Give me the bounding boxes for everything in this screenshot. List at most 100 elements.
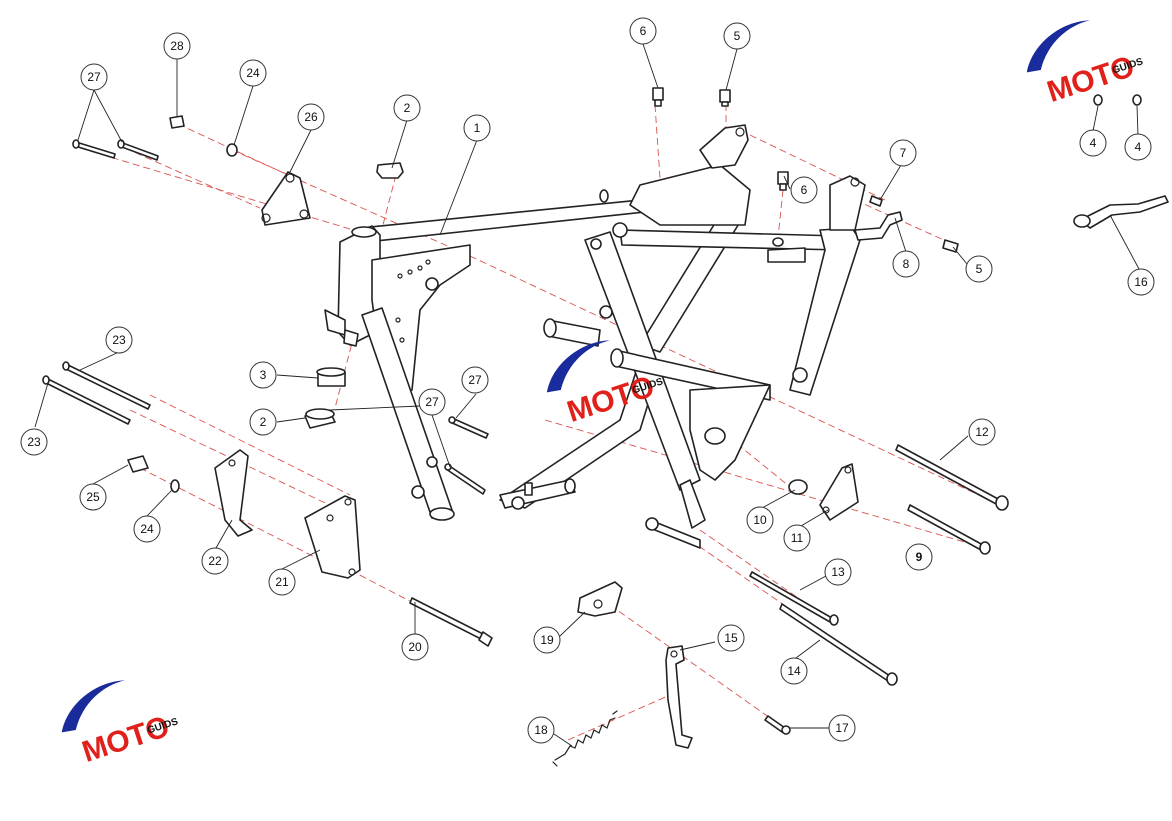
callout-circle <box>105 326 133 354</box>
callout-number: 20 <box>408 640 422 654</box>
callout-number: 24 <box>246 66 260 80</box>
callout-number: 13 <box>831 565 845 579</box>
callout-bubble: 3 <box>249 361 277 389</box>
callout-number: 6 <box>640 24 647 38</box>
svg-text:MOTO: MOTO <box>78 710 173 769</box>
bolt-17 <box>764 715 791 735</box>
long-bolts-27 <box>72 139 159 161</box>
bolt-7 <box>869 195 883 207</box>
callout-circle <box>239 59 267 87</box>
side-stand-15 <box>665 645 693 749</box>
bracket-22 <box>214 449 253 537</box>
callout-number: 4 <box>1090 136 1097 150</box>
callout-number: 21 <box>275 575 289 589</box>
callout-circle <box>629 17 657 45</box>
callout-number: 24 <box>140 522 154 536</box>
svg-text:MOTO: MOTO <box>563 370 658 429</box>
washer-24-top <box>226 143 238 157</box>
callout-number: 14 <box>787 664 801 678</box>
callout-circle <box>249 408 277 436</box>
bolt-13 <box>749 571 839 626</box>
callout-circle <box>965 255 993 283</box>
callout-number: 11 <box>791 531 804 545</box>
callout-bubble: 19 <box>533 626 561 654</box>
plate-21 <box>304 495 361 579</box>
callout-circle <box>723 22 751 50</box>
callout-bubble: 22 <box>201 547 229 575</box>
callout-circle <box>249 361 277 389</box>
callout-bubble: 21 <box>268 568 296 596</box>
callout-circle <box>533 626 561 654</box>
callout-number: 19 <box>540 633 554 647</box>
callout-bubble: 2 <box>249 408 277 436</box>
steering-bearing-top <box>376 162 404 179</box>
callout-number: 7 <box>900 146 907 160</box>
callout-bubble: 8 <box>892 250 920 278</box>
callout-number: 10 <box>753 513 767 527</box>
callout-bubble: 6 <box>790 176 818 204</box>
callout-number: 5 <box>976 262 983 276</box>
callout-bubble: 24 <box>239 59 267 87</box>
callout-bubble: 23 <box>105 326 133 354</box>
callout-bubble: 14 <box>780 657 808 685</box>
callout-bubble: 27 <box>461 366 489 394</box>
svg-text:MOTO: MOTO <box>1043 50 1138 109</box>
callout-number: 26 <box>304 110 318 124</box>
callout-number: 23 <box>112 333 126 347</box>
callout-bubble: 9 <box>905 543 933 571</box>
callout-circle <box>1079 129 1107 157</box>
callout-circle <box>401 633 429 661</box>
callout-number: 16 <box>1134 275 1148 289</box>
watermark-bottom-left: MOTO GUIDS <box>61 680 180 769</box>
callout-circle <box>1127 268 1155 296</box>
callout-number: 5 <box>734 29 741 43</box>
callout-number: 18 <box>534 723 548 737</box>
callout-bubble: 18 <box>527 716 555 744</box>
engine-mount-plate-26 <box>261 171 311 226</box>
bolt-6-top <box>652 87 664 107</box>
callout-circle <box>461 366 489 394</box>
long-bolts-23 <box>42 361 151 425</box>
callout-bubble: 26 <box>297 103 325 131</box>
watermark-top-right: MOTO GUIDS <box>1026 20 1145 109</box>
callout-number: 9 <box>916 550 923 564</box>
callout-circle <box>780 657 808 685</box>
bolt-9 <box>907 504 991 555</box>
callout-bubble: 11 <box>783 524 811 552</box>
callout-circle <box>717 624 745 652</box>
callout-circle <box>824 558 852 586</box>
callout-circle <box>1124 133 1152 161</box>
callout-circle <box>20 428 48 456</box>
callout-circle <box>527 716 555 744</box>
callout-circle <box>892 250 920 278</box>
callout-circle <box>297 103 325 131</box>
callout-circle <box>783 524 811 552</box>
callout-number: 6 <box>801 183 808 197</box>
callout-bubble: 7 <box>889 139 917 167</box>
callout-bubble: 27 <box>418 388 446 416</box>
bracket-8 <box>854 211 903 241</box>
callout-circle <box>268 568 296 596</box>
callout-bubble: 17 <box>828 714 856 742</box>
leader-lines <box>34 43 1140 747</box>
callout-bubble: 23 <box>20 428 48 456</box>
callout-bubble: 27 <box>80 63 108 91</box>
spring-18 <box>552 710 618 767</box>
callout-bubble: 2 <box>393 94 421 122</box>
callout-number: 27 <box>468 373 482 387</box>
callout-number: 28 <box>170 39 184 53</box>
bolt-14 <box>779 603 898 686</box>
callout-bubble: 25 <box>79 483 107 511</box>
grab-handle-16 <box>1073 195 1169 229</box>
washer-24-lower <box>170 479 180 493</box>
callout-circle <box>393 94 421 122</box>
callout-bubble: 10 <box>746 506 774 534</box>
callout-number: 27 <box>425 395 439 409</box>
spacer-25 <box>127 455 149 473</box>
callout-circle <box>133 515 161 543</box>
callout-bubble: 5 <box>723 22 751 50</box>
callout-bubble: 16 <box>1127 268 1155 296</box>
callout-circle <box>889 139 917 167</box>
callout-circle <box>746 506 774 534</box>
bolt-12 <box>895 444 1009 511</box>
